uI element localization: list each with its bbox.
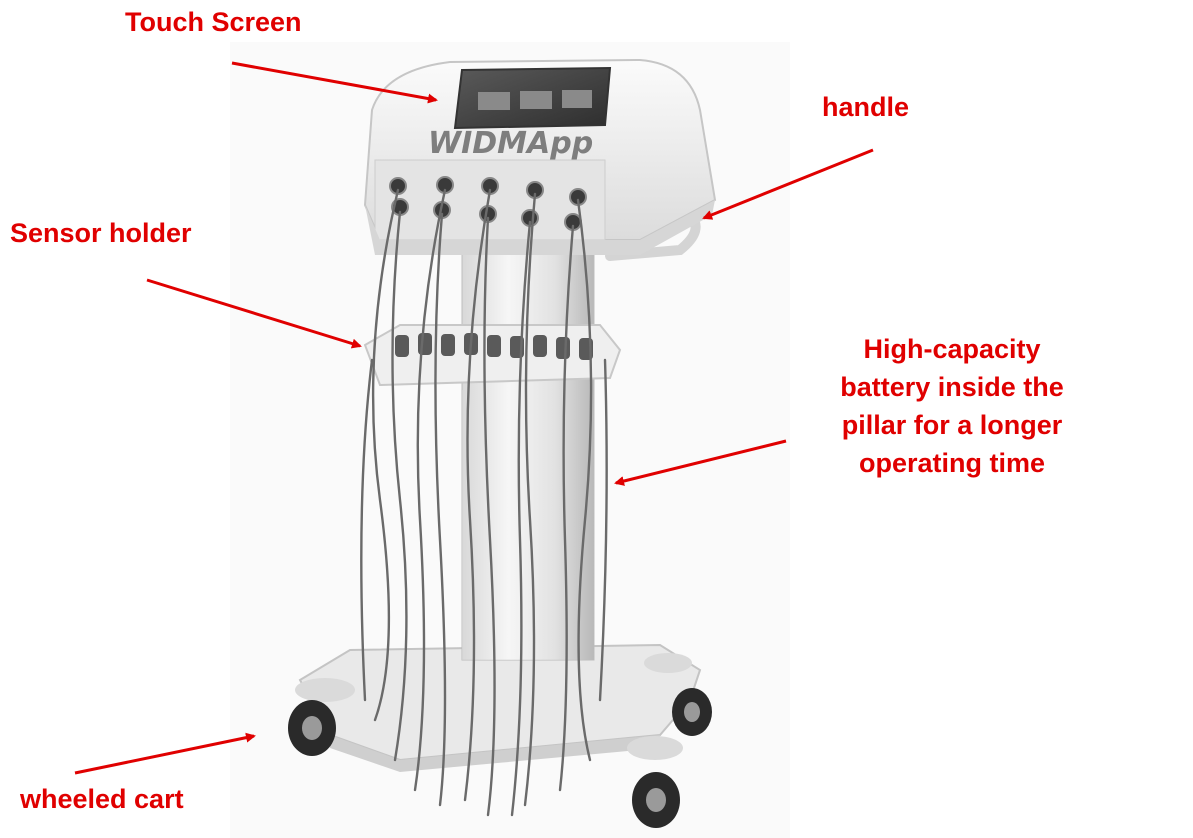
arrow-sensor-holder (146, 278, 362, 349)
wheel-front-right (632, 772, 680, 828)
sensor-cables (360, 188, 608, 817)
cart-base (295, 643, 702, 772)
label-battery-line: High-capacity (863, 334, 1041, 364)
label-battery-line: pillar for a longer (841, 410, 1063, 440)
label-touch-screen: Touch Screen (125, 7, 302, 37)
wheel-front-left (288, 700, 336, 756)
label-wheeled-cart: wheeled cart (20, 784, 184, 814)
head-unit (363, 58, 717, 255)
touch-screen (453, 66, 612, 130)
label-battery-line: operating time (858, 448, 1046, 478)
arrow-battery (614, 439, 787, 486)
label-sensor-holder: Sensor holder (10, 218, 192, 248)
brand-logo: WIDMApp (428, 126, 593, 161)
arrow-touch-screen (231, 61, 438, 104)
sensor-holder-tray (363, 324, 622, 387)
label-battery: High-capacity battery inside the pillar … (800, 330, 1104, 482)
wheel-back-right (672, 688, 712, 736)
arrow-handle (702, 148, 874, 220)
arrow-wheeled-cart (74, 732, 256, 775)
label-battery-line: battery inside the (840, 372, 1064, 402)
label-handle: handle (822, 92, 910, 122)
